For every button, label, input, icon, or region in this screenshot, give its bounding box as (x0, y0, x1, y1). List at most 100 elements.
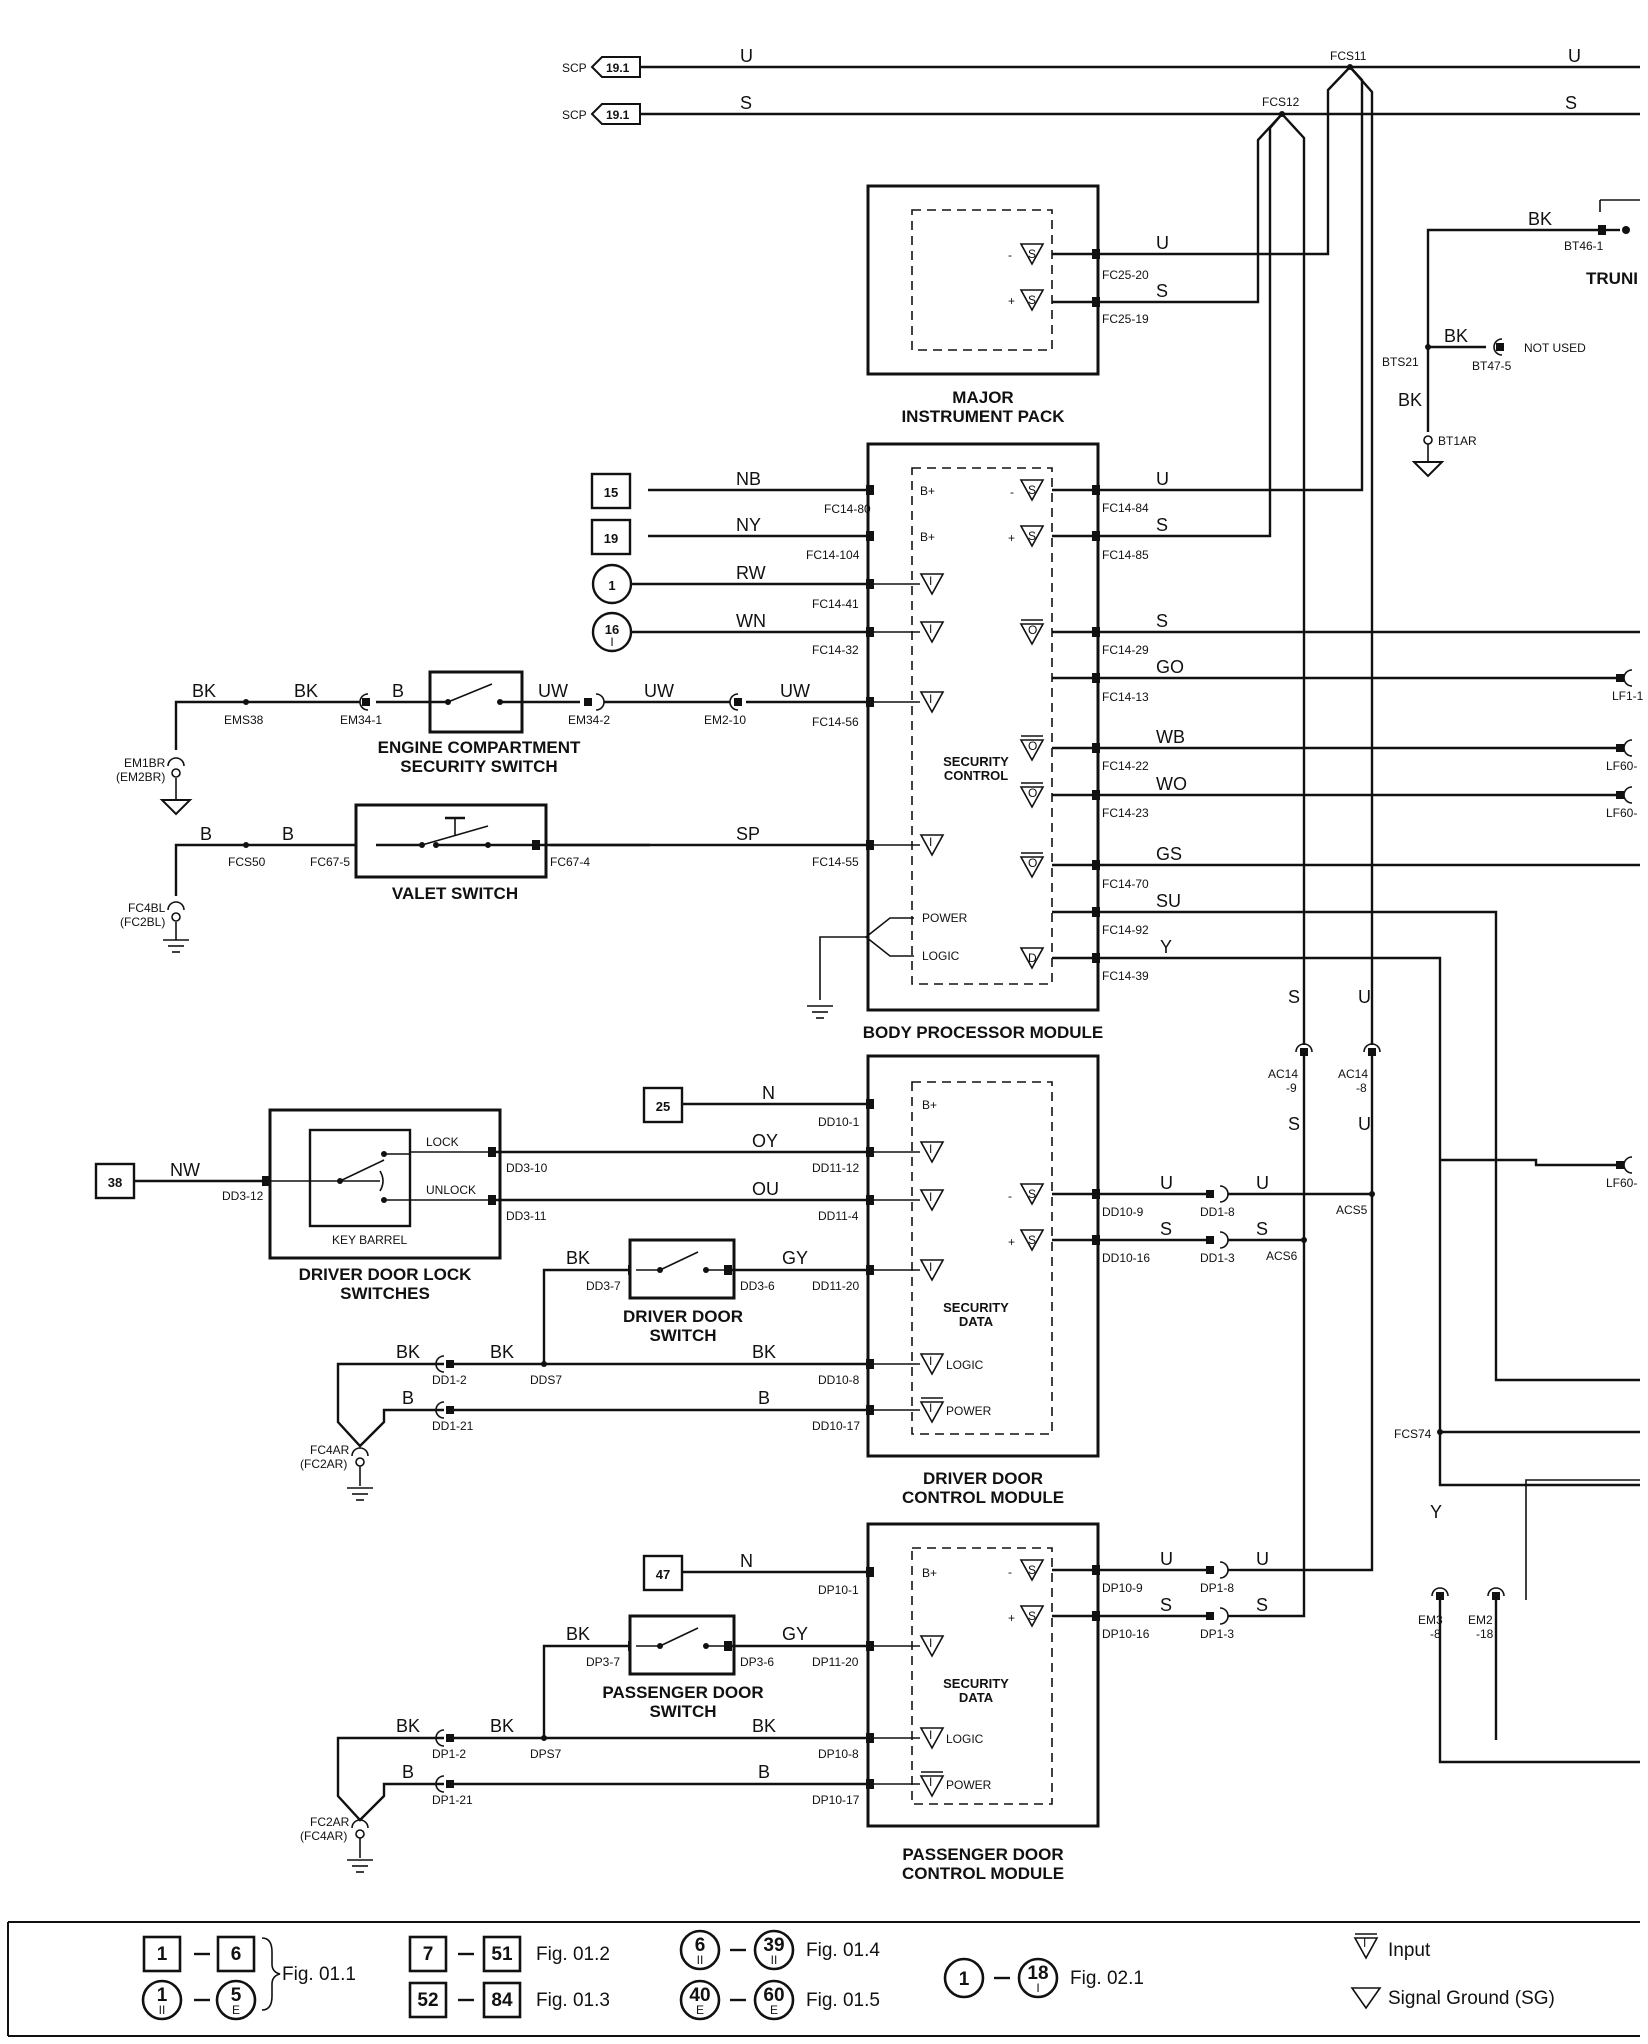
legend-input: Input (1388, 1940, 1431, 1961)
legend-fig: Fig. 01.1 (282, 1964, 356, 1985)
driver-switch-title: SWITCH (649, 1326, 716, 1345)
connector-label: DD3-11 (506, 1209, 547, 1223)
splice-label: FCS74 (1394, 1427, 1432, 1441)
connector-label: LF60- (1606, 806, 1637, 820)
connector-label: FC14-85 (1102, 548, 1149, 562)
connector-label: FC14-39 (1102, 969, 1149, 983)
wire-label: U (1568, 46, 1581, 66)
connector-label: -18 (1476, 1627, 1494, 1641)
wire-label: BK (396, 1716, 420, 1736)
connector-label: DP1-2 (432, 1747, 466, 1761)
wire-label: NB (736, 469, 761, 489)
ref-box: 15 (604, 485, 618, 500)
connector-label: DP10-1 (818, 1583, 859, 1597)
connector-label: DP1-8 (1200, 1581, 1234, 1595)
bpm-power: POWER (922, 911, 968, 925)
input-symbol: I (929, 1636, 932, 1650)
legend: 1 6 1 II 5 E Fig. 01.1 7 51 Fig. 01.2 52… (7, 1921, 1640, 2037)
input-symbol: I (929, 835, 932, 849)
ground-label: EM1BR (124, 756, 166, 770)
connector-label: FC25-19 (1102, 312, 1149, 326)
wire-label: GY (782, 1624, 808, 1644)
wire-label: UW (644, 681, 674, 701)
pdcm-logic: LOGIC (946, 1732, 984, 1746)
wire-label: UW (780, 681, 810, 701)
connector-label: DD11-20 (812, 1279, 859, 1293)
engine-switch-title: ENGINE COMPARTMENT (378, 738, 581, 757)
ref-box: 25 (656, 1099, 670, 1114)
legend-ref: 7 (423, 1944, 434, 1965)
wire-label: U (740, 46, 753, 66)
plus-sign: + (1008, 1235, 1015, 1249)
output-symbol: O (1028, 786, 1037, 800)
scp-label-2: SCP (562, 108, 587, 122)
ac14-connectors: S U AC14 -9 AC14 -8 S U ACS5 ACS6 (1240, 987, 1381, 1618)
passenger-switch-title: PASSENGER DOOR (602, 1683, 763, 1702)
ddcm-inner-label: DATA (959, 1314, 994, 1329)
wire-label: BK (1444, 326, 1468, 346)
connector-label: EM2 (1468, 1613, 1493, 1627)
connector-label: FC67-5 (310, 855, 350, 869)
driver-door-control-module: 25 N B+ DD10-1 I DD11-12 I DD11-4 I DD11… (642, 1054, 1372, 1507)
connector-label: FC14-32 (812, 643, 859, 657)
wire-label: U (1156, 469, 1169, 489)
connector-label: LF60- (1606, 759, 1637, 773)
wire-label: U (1160, 1549, 1173, 1569)
input-symbol: I (1363, 1936, 1366, 1950)
passenger-door-switch: BK DP3-7 DP3-6 GY PASSENGER DOOR SWITCH … (300, 1614, 870, 1873)
connector-label: DD10-1 (818, 1115, 860, 1129)
splice-fcs12: FCS12 (1262, 95, 1300, 109)
wire-label: S (1288, 1114, 1300, 1134)
wire-label: S (1160, 1219, 1172, 1239)
input-symbol: I (929, 1354, 932, 1368)
wire-label: BK (1398, 390, 1422, 410)
lock-switches-title: DRIVER DOOR LOCK (299, 1265, 473, 1284)
scp-symbol: S (1028, 247, 1036, 261)
wire-label: BK (294, 681, 318, 701)
wire-label: BK (192, 681, 216, 701)
ddcm-inner-label: SECURITY (943, 1300, 1009, 1315)
minus-sign: - (1008, 1565, 1012, 1579)
instrument-pack-title: MAJOR (952, 388, 1013, 407)
legend-ref-sub: II (771, 1953, 778, 1967)
connector-label: DP1-3 (1200, 1627, 1234, 1641)
ref-circle-sub: I (610, 635, 613, 649)
scp-symbol: S (1028, 1187, 1036, 1201)
wire-label: GO (1156, 657, 1184, 677)
bpm-inner-label: SECURITY (943, 754, 1009, 769)
legend-ref: 5 (231, 1985, 242, 2006)
splice-label: EMS38 (224, 713, 264, 727)
scp-symbol: S (1028, 293, 1036, 307)
wire-label: BK (752, 1342, 776, 1362)
connector-label: DD3-10 (506, 1161, 548, 1175)
wire-label: U (1256, 1549, 1269, 1569)
connector-label: DP10-16 (1102, 1627, 1150, 1641)
wire-label: B (758, 1388, 770, 1408)
input-symbol: I (929, 1401, 932, 1415)
pdcm-title: CONTROL MODULE (902, 1864, 1064, 1883)
ground-label: (FC2AR) (300, 1457, 347, 1471)
legend-fig: Fig. 02.1 (1070, 1968, 1144, 1989)
wire-label: SP (736, 824, 760, 844)
minus-sign: - (1008, 1189, 1012, 1203)
connector-label: -8 (1356, 1081, 1367, 1095)
wire-label: NW (170, 1160, 200, 1180)
legend-ref-sub: E (232, 2003, 240, 2017)
ddcm-power: POWER (946, 1404, 992, 1418)
wire-label: NY (736, 515, 761, 535)
connector-label: EM2-10 (704, 713, 746, 727)
legend-ref: 1 (157, 1944, 168, 1965)
minus-sign: - (1010, 485, 1014, 499)
wire-label: RW (736, 563, 766, 583)
connector-label: DD10-16 (1102, 1251, 1150, 1265)
connector-label: FC14-22 (1102, 759, 1149, 773)
trunk-label: TRUNI (1586, 269, 1638, 288)
legend-signal-ground: Signal Ground (SG) (1388, 1988, 1555, 2009)
ref-box: 19 (604, 531, 618, 546)
ddcm-title: DRIVER DOOR (923, 1469, 1043, 1488)
ground-label: FC4BL (128, 901, 166, 915)
wire-label: S (740, 93, 752, 113)
splice-label: BTS21 (1382, 355, 1419, 369)
wire-label: BK (1528, 209, 1552, 229)
